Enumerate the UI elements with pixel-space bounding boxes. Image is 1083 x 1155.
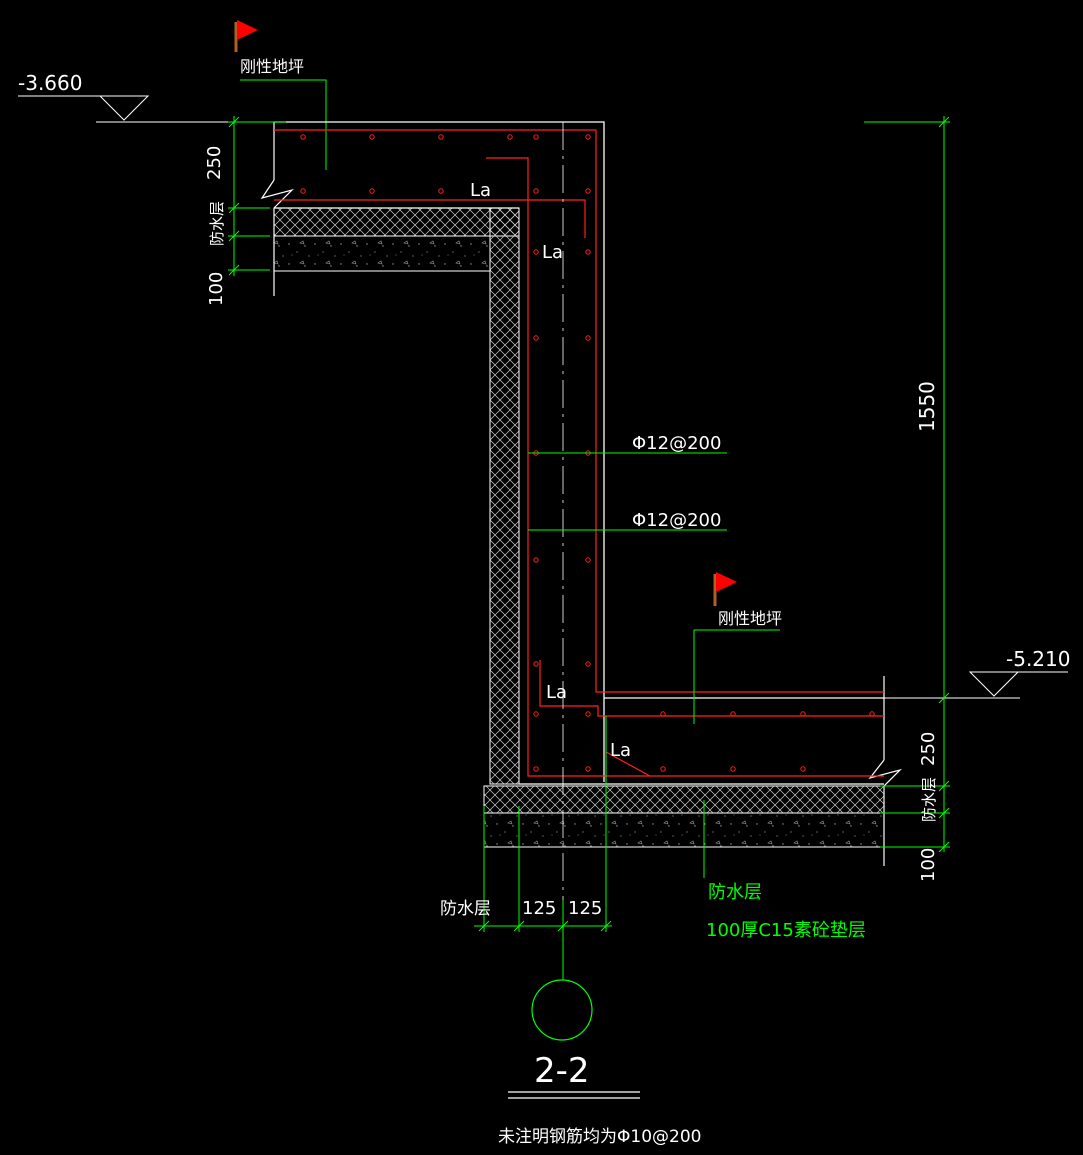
bottom-waterproof-dim: 防水层 xyxy=(920,777,938,822)
waterproof-layer-label: 防水层 xyxy=(708,882,762,903)
top-rigid-floor-leader xyxy=(240,79,327,170)
top-dimension-chain xyxy=(228,116,286,276)
section-title: 2-2 xyxy=(534,1051,590,1091)
bottom-elevation-text: -5.210 xyxy=(1006,647,1070,671)
top-elevation-text: -3.660 xyxy=(18,71,82,95)
wall-waterproof-dim: 防水层 xyxy=(440,899,491,919)
section-circle xyxy=(531,979,593,1041)
top-flag-icon xyxy=(234,20,258,52)
bottom-cushion-layer xyxy=(483,812,885,848)
anchor-label-3: La xyxy=(546,682,567,703)
top-elevation-marker: -3.660 xyxy=(18,71,275,123)
cushion-layer-label: 100厚C15素砼垫层 xyxy=(706,920,866,941)
bottom-dimension-chain xyxy=(880,692,950,853)
drawing-note: 未注明钢筋均为Φ10@200 xyxy=(498,1127,701,1147)
rebar-label-1: Φ12@200 xyxy=(632,433,721,454)
wall-half-left-dim: 125 xyxy=(522,898,556,919)
bottom-elevation-marker: -5.210 xyxy=(880,647,1070,699)
bottom-rigid-floor-leader xyxy=(693,629,780,724)
anchor-label-1: La xyxy=(470,180,491,201)
rebar-label-2: Φ12@200 xyxy=(632,510,721,531)
top-rigid-floor-label: 刚性地坪 xyxy=(240,57,304,76)
anchor-label-2: La xyxy=(542,242,563,263)
wall-dimension-chain xyxy=(474,716,612,932)
top-cushion-layer xyxy=(273,235,491,272)
wall-half-right-dim: 125 xyxy=(568,898,602,919)
bottom-flag-icon xyxy=(713,572,737,606)
wall-waterproof-layer xyxy=(489,207,520,785)
bottom-rigid-floor-label: 刚性地坪 xyxy=(718,609,782,628)
step-dimension xyxy=(864,116,950,704)
anchor-label-4: La xyxy=(610,740,631,761)
bottom-slab-dim: 250 xyxy=(918,732,939,766)
step-height-dim: 1550 xyxy=(915,381,939,432)
top-cushion-dim: 100 xyxy=(206,272,227,306)
top-waterproof-layer xyxy=(273,207,520,237)
rebar-lines xyxy=(274,129,884,777)
rebar-dots xyxy=(300,134,875,772)
top-slab-dim: 250 xyxy=(204,146,225,180)
top-waterproof-dim: 防水层 xyxy=(208,201,226,246)
bottom-cushion-dim: 100 xyxy=(918,848,939,882)
bottom-waterproof-layer xyxy=(483,785,885,814)
